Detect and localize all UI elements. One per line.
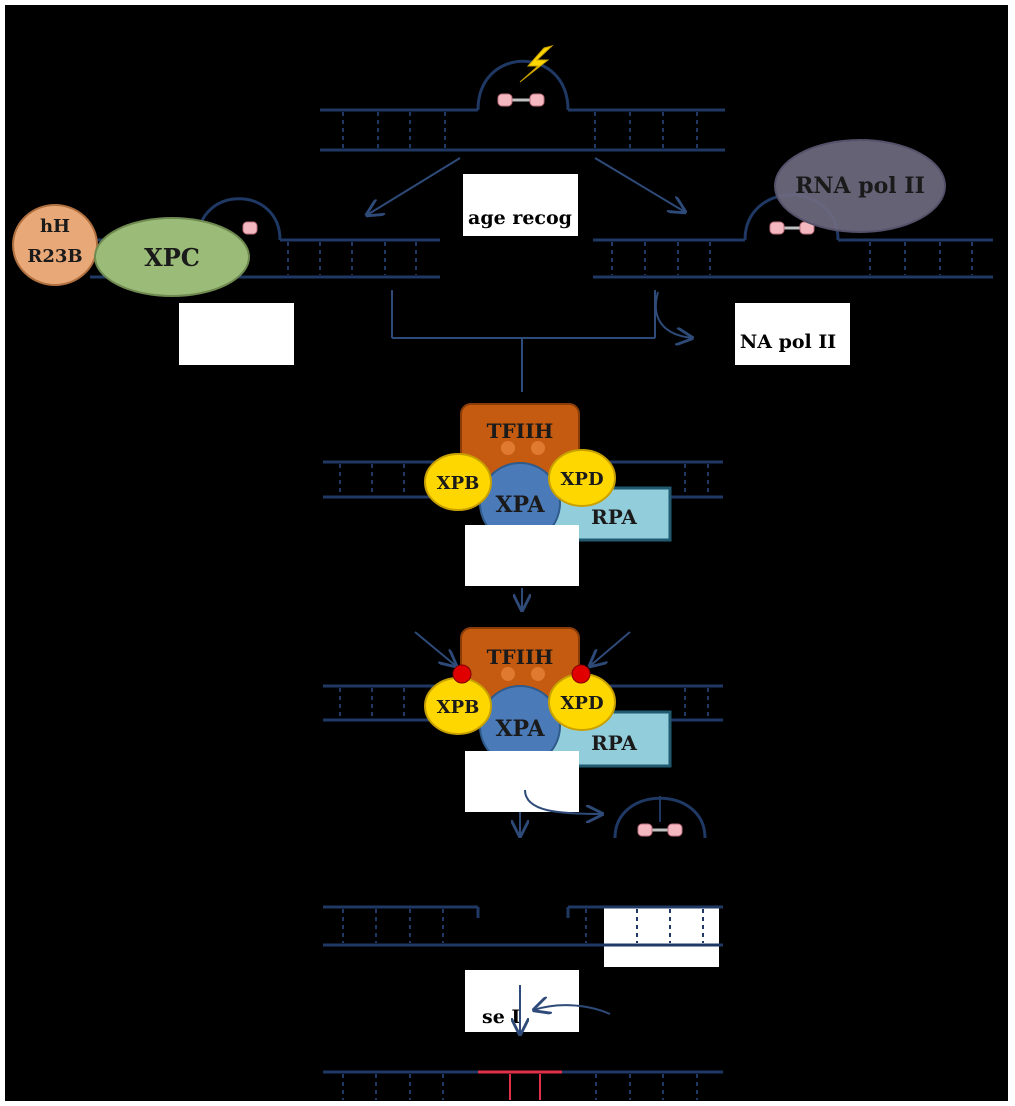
dna-damaged-top xyxy=(320,59,725,152)
xpc-label: XPC xyxy=(144,243,200,272)
merge-connector xyxy=(391,290,656,392)
xpd-label-incision: XPD xyxy=(560,693,603,714)
tfiih-label: TFIIH xyxy=(487,419,554,443)
rpa-label: RPA xyxy=(591,505,637,529)
incision-site-3prime xyxy=(571,664,591,684)
unwinding-label-box xyxy=(465,525,579,586)
ggr-label-box xyxy=(179,303,294,365)
pyrimidine-dimer xyxy=(497,93,545,107)
xpd-label: XPD xyxy=(560,469,603,490)
tfiih-subunit xyxy=(531,441,545,455)
xpd-protein xyxy=(548,449,616,507)
rna-pol-ii-label: RNA pol II xyxy=(795,173,925,199)
arrow-to-ggr xyxy=(367,157,461,215)
incision-label-box xyxy=(465,751,579,812)
xpb-label-incision: XPB xyxy=(437,697,480,718)
uv-lightning-icon xyxy=(519,45,554,83)
rna-pol-displacement-box xyxy=(735,303,850,365)
rna-pol-ii-protein xyxy=(774,139,946,233)
xpc-protein xyxy=(94,217,250,297)
rna-pol-displacement-label: NA pol II xyxy=(740,331,836,353)
hhr23b-label-line1: hH xyxy=(40,216,70,237)
ligase-arrow xyxy=(534,1005,611,1015)
lesion-ggr xyxy=(242,221,258,235)
excised-oligonucleotide xyxy=(613,796,707,839)
resynthesis-box-dna xyxy=(604,905,719,947)
damage-recognition-label: age recog xyxy=(468,207,572,229)
tfiih-subunit xyxy=(531,667,545,681)
incision-arrow-left xyxy=(414,631,456,666)
hhr23b-label-line2: R23B xyxy=(27,246,82,267)
incision-site-5prime xyxy=(452,664,472,684)
xpa-label: XPA xyxy=(495,492,545,518)
incision-arrow-right xyxy=(590,631,631,666)
hhr23b-protein xyxy=(12,204,98,286)
rna-pol-displacement-tick: ' xyxy=(768,288,774,310)
xpb-protein xyxy=(424,453,492,511)
tfiih-subunit xyxy=(501,441,515,455)
arrow-to-tcr xyxy=(594,157,685,212)
tfiih-subunit xyxy=(501,667,515,681)
excision-arrow xyxy=(524,789,602,814)
dna-repaired xyxy=(323,1070,723,1100)
ligase-label: se I xyxy=(482,1006,520,1028)
rna-pol-displacement-arrow xyxy=(654,291,692,338)
tfiih-label-incision: TFIIH xyxy=(487,645,554,669)
xpb-label: XPB xyxy=(437,473,480,494)
damage-recognition-box xyxy=(463,174,578,236)
pyrimidine-dimer-tcr xyxy=(769,221,815,235)
resynthesis-box xyxy=(604,906,719,967)
rpa-label-incision: RPA xyxy=(591,731,637,755)
xpa-label-incision: XPA xyxy=(495,716,545,742)
